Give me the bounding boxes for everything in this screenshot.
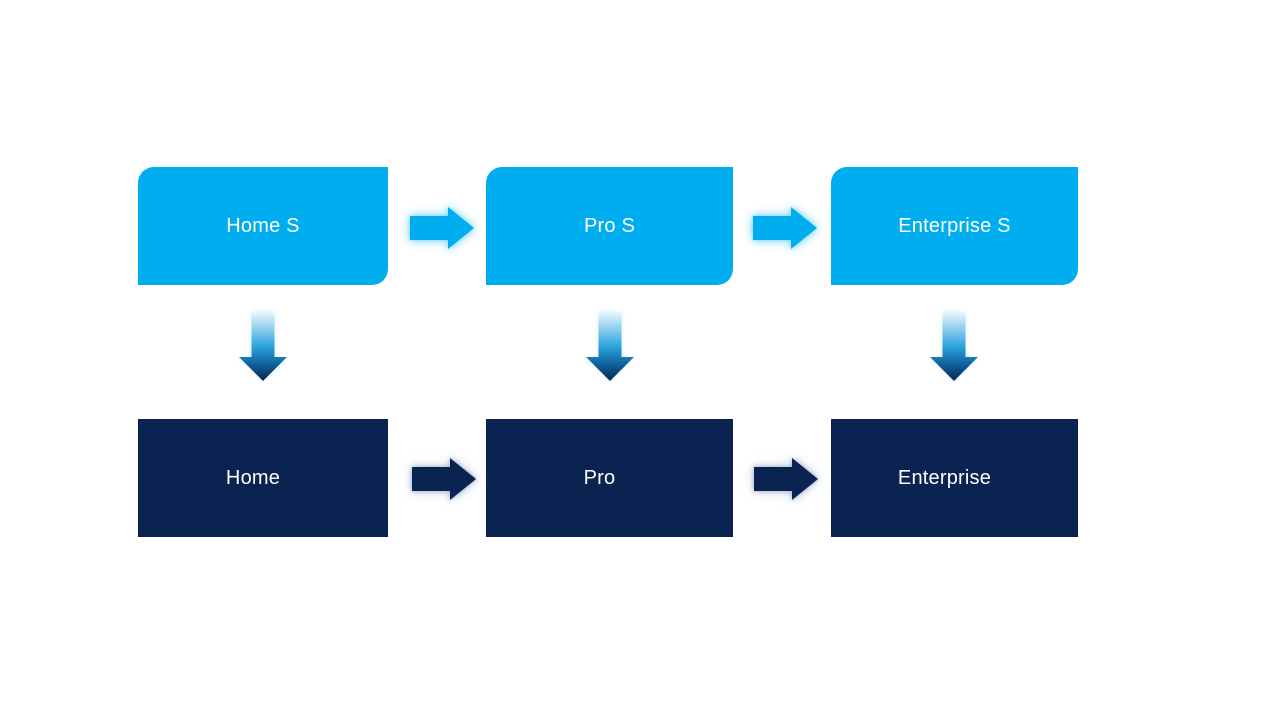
node-enterprise: Enterprise [831,419,1078,537]
down-arrow-icon [239,312,287,381]
node-label: Enterprise S [898,214,1011,237]
node-pro: Pro [486,419,733,537]
down-arrow-icon [586,312,634,381]
node-label: Pro S [583,214,636,237]
right-arrow-icon [412,458,476,500]
node-label: Home [225,466,281,489]
down-arrow-icon [930,312,978,381]
node-label: Home S [226,214,300,237]
node-home-s: Home S [138,167,388,285]
node-enterprise-s: Enterprise S [831,167,1078,285]
right-arrow-icon [754,458,818,500]
right-arrow-icon [410,207,474,249]
node-label: Enterprise [897,466,992,489]
right-arrow-icon [753,207,817,249]
node-pro-s: Pro S [486,167,733,285]
node-label: Pro [583,466,616,489]
node-home: Home [138,419,388,537]
